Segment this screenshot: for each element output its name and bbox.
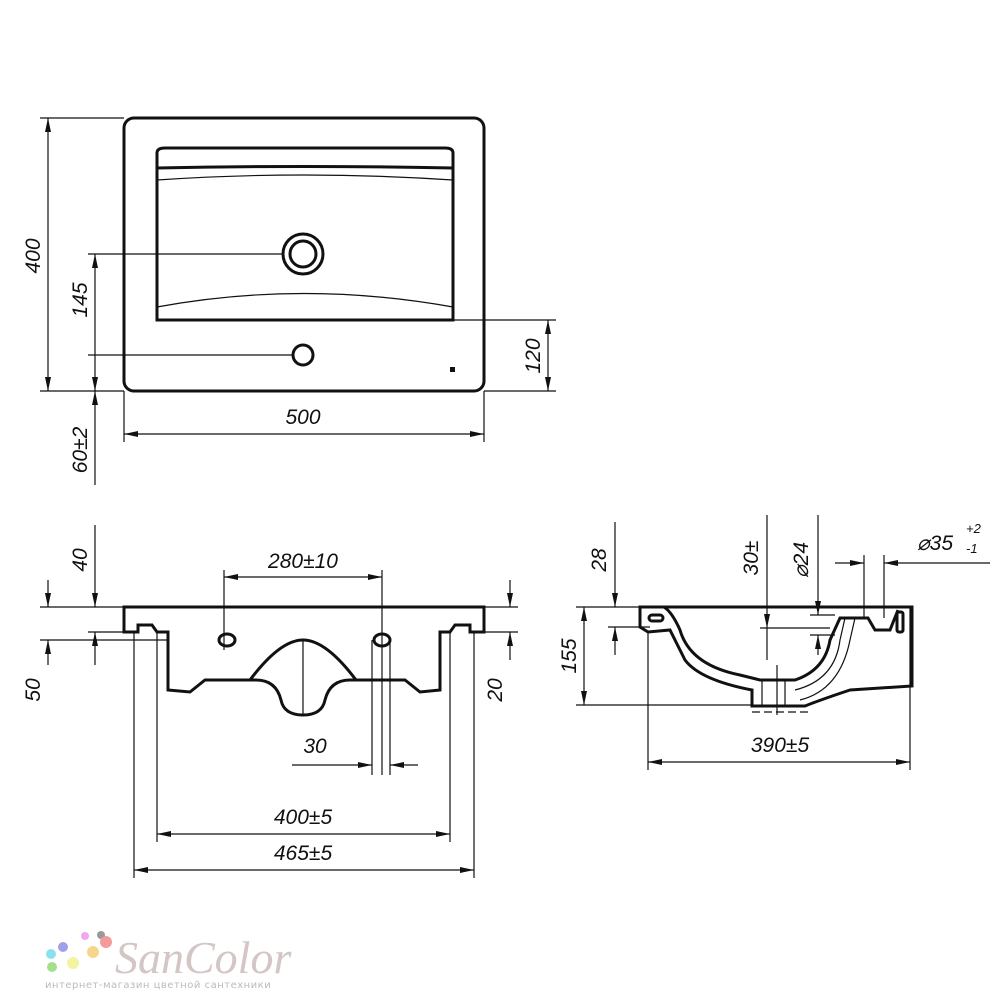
dim-outer-width: 465±5 [274, 842, 333, 865]
logo-dot [67, 957, 79, 969]
dim-tap-tol-plus: +2 [966, 521, 982, 536]
basin-section [638, 605, 914, 708]
logo-name: SanColor [115, 932, 292, 983]
logo-dot [58, 942, 68, 952]
dim-overflow-offset: 120 [522, 338, 545, 373]
dim-tap-tol-minus: -1 [966, 541, 978, 556]
basin-front [122, 605, 486, 717]
logo-dot [81, 932, 89, 940]
dim-rim: 28 [588, 548, 611, 573]
dim-slab: 40 [69, 548, 92, 572]
sancolor-logo: SanColor интернет-магазин цветной сантех… [45, 931, 292, 991]
dim-right-height: 20 [484, 678, 507, 703]
top-view: 400 145 120 500 60±2 [22, 116, 556, 485]
tap-hole [291, 343, 315, 367]
dim-inner-width: 400±5 [274, 806, 333, 829]
logo-dot [87, 946, 99, 958]
dim-width: 500 [285, 406, 320, 429]
front-view: 280±10 40 50 20 30 400±5 465±5 [22, 525, 518, 878]
dim-tap-dia: ⌀35 [917, 532, 953, 555]
dim-length: 390±5 [751, 734, 810, 757]
bowl-top [155, 146, 455, 170]
side-view: 28 30± ⌀24 ⌀35 +2 -1 155 390±5 [558, 515, 990, 770]
bowl-outline [155, 168, 455, 322]
dim-left-height: 50 [22, 678, 45, 702]
dim-overflow-dia: ⌀24 [790, 542, 813, 578]
dim-height: 400 [22, 238, 45, 273]
dim-height: 155 [558, 638, 581, 673]
logo-dot [100, 936, 112, 948]
logo-dot [47, 962, 57, 972]
dim-depth: 30± [740, 541, 763, 576]
dim-hole-dia: 30 [303, 735, 327, 758]
dim-drain-offset: 145 [69, 282, 92, 317]
logo-tagline: интернет-магазин цветной сантехники [45, 980, 271, 991]
dim-hole-spacing: 280±10 [267, 550, 338, 573]
dim-mount-offset: 60±2 [69, 426, 92, 473]
logo-dot [46, 949, 56, 959]
